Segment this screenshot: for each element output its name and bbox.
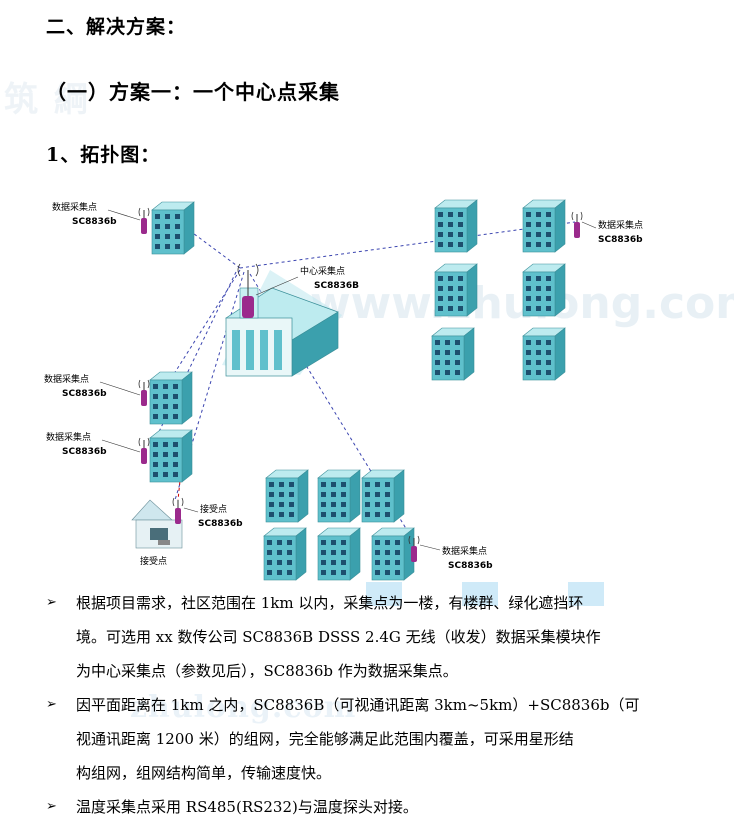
bullet-marker: ➢ bbox=[46, 799, 57, 814]
center-point-model: SC8836B bbox=[314, 281, 359, 291]
bullet-item: ➢ 因平面距离在 1km 之内，SC8836B（可视通讯距离 3km~5km）+… bbox=[46, 688, 686, 790]
center-point-title: 中心采集点 bbox=[300, 265, 345, 277]
center-building bbox=[222, 263, 342, 377]
data-point-model-3: SC8836b bbox=[62, 389, 107, 399]
bullet-line: 因平面距离在 1km 之内，SC8836B（可视通讯距离 3km~5km）+SC… bbox=[76, 696, 640, 714]
highlight-mark bbox=[568, 582, 604, 606]
receiver-title: 接受点 bbox=[200, 503, 227, 515]
receiver-house bbox=[131, 499, 183, 549]
bullet-item: ➢ 温度采集点采用 RS485(RS232)与温度探头对接。 bbox=[46, 790, 686, 824]
bullet-line: 根据项目需求，社区范围在 1km 以内，采集点为一楼，有楼群、绿化遮挡环 bbox=[76, 594, 584, 612]
bullet-line: 为中心采集点（参数见后），SC8836b 作为数据采集点。 bbox=[76, 662, 458, 680]
bullet-list: ➢ 根据项目需求，社区范围在 1km 以内，采集点为一楼，有楼群、绿化遮挡环 境… bbox=[46, 586, 686, 824]
diagram-watermark: www.zhulong.com bbox=[310, 278, 734, 329]
watermark-body: zhulong.com bbox=[130, 690, 357, 725]
data-point-model-2: SC8836b bbox=[598, 235, 643, 245]
data-point-model-1: SC8836b bbox=[72, 217, 117, 227]
highlight-mark bbox=[462, 582, 498, 606]
data-point-label-4: 数据采集点 bbox=[46, 431, 91, 443]
section-heading: 二、解决方案： bbox=[46, 16, 187, 38]
receiver-caption: 接受点 bbox=[140, 555, 167, 567]
bullet-marker: ➢ bbox=[46, 697, 57, 712]
highlight-mark bbox=[366, 582, 402, 606]
data-point-model-5: SC8836b bbox=[448, 561, 493, 571]
bullet-item: ➢ 根据项目需求，社区范围在 1km 以内，采集点为一楼，有楼群、绿化遮挡环 境… bbox=[46, 586, 686, 688]
data-point-label-3: 数据采集点 bbox=[44, 373, 89, 385]
bullet-line: 境。可选用 xx 数传公司 SC8836B DSSS 2.4G 无线（收发）数据… bbox=[76, 628, 601, 646]
item-heading: 1、拓扑图： bbox=[46, 144, 161, 166]
bullet-line: 视通讯距离 1200 米）的组网，完全能够满足此范围内覆盖，可采用星形结 bbox=[76, 730, 574, 748]
data-point-label-2: 数据采集点 bbox=[598, 219, 643, 231]
data-point-model-4: SC8836b bbox=[62, 447, 107, 457]
subsection-heading: （一）方案一：一个中心点采集 bbox=[46, 80, 340, 104]
data-point-label-5: 数据采集点 bbox=[442, 545, 487, 557]
bullet-line: 温度采集点采用 RS485(RS232)与温度探头对接。 bbox=[76, 798, 418, 816]
data-point-label-1: 数据采集点 bbox=[52, 201, 97, 213]
bullet-line: 构组网，组网结构简单，传输速度快。 bbox=[76, 764, 332, 782]
topology-diagram: www.zhulong.com 中心采集点 SC8836B 数据采集点 SC88… bbox=[44, 199, 734, 581]
bullet-marker: ➢ bbox=[46, 595, 57, 610]
receiver-model: SC8836b bbox=[198, 519, 243, 529]
watermark-side: 筑 綱 bbox=[4, 80, 90, 120]
